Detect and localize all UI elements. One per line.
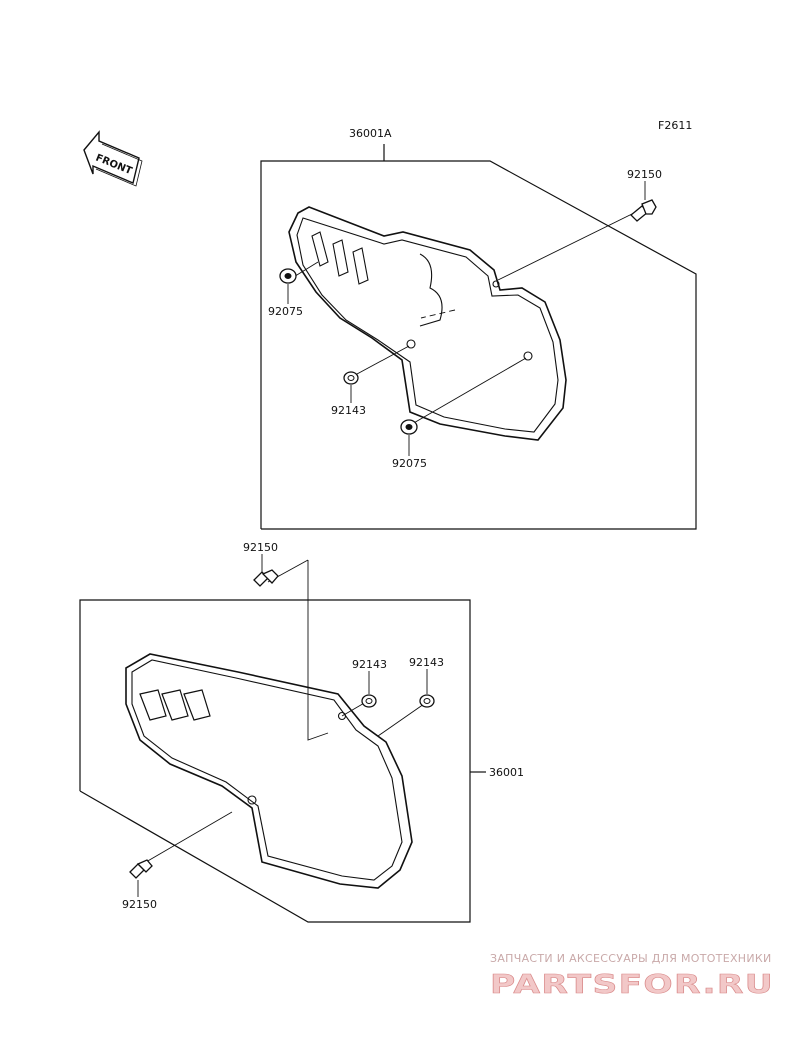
figure-code: F2611 [658, 119, 692, 132]
collar-icon [361, 694, 377, 708]
upper-group: 36001A 92150 [260, 127, 697, 530]
watermark-tagline: ЗАПЧАСТИ И АКСЕССУАРЫ ДЛЯ МОТОТЕХНИКИ [490, 952, 772, 965]
upper-cover-label: 36001A [349, 127, 392, 140]
part-label: 92075 [268, 305, 303, 318]
collar-icon [419, 694, 435, 708]
part-label: 92143 [409, 656, 444, 669]
watermark: ЗАПЧАСТИ И АКСЕССУАРЫ ДЛЯ МОТОТЕХНИКИ PA… [490, 952, 774, 1000]
grommet-icon [400, 419, 418, 435]
lower-group: 36001 92150 92143 [79, 541, 524, 923]
upper-group-frame [260, 160, 697, 530]
lower-group-frame [79, 599, 471, 923]
bolt-icon [129, 859, 153, 879]
lower-cover-label: 36001 [489, 766, 524, 779]
grommet-icon [279, 268, 297, 284]
part-label: 92075 [392, 457, 427, 470]
bolt-icon [630, 199, 657, 222]
part-label: 92150 [627, 168, 662, 181]
upper-side-cover [288, 206, 567, 441]
watermark-brand: PARTSFOR.RU [490, 970, 774, 1000]
part-label: 92143 [331, 404, 366, 417]
front-arrow-icon: FRONT [83, 130, 143, 187]
lower-side-cover [125, 653, 413, 889]
part-label: 92143 [352, 658, 387, 671]
collar-icon [343, 371, 359, 385]
part-label: 92150 [122, 898, 157, 911]
part-label: 92150 [243, 541, 278, 554]
bolt-icon [253, 569, 279, 587]
